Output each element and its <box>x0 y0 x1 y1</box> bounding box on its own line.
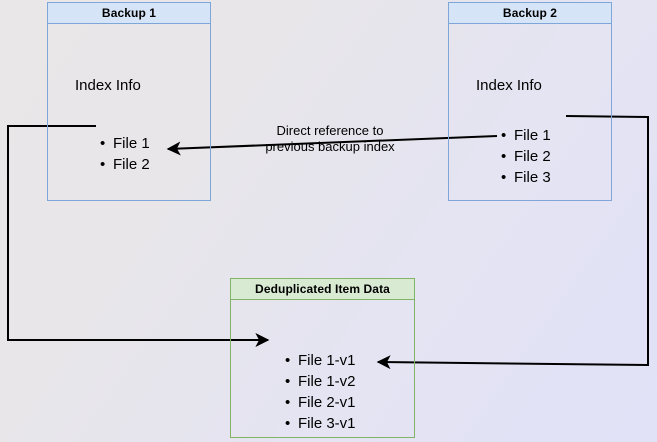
list-item: File 3 <box>501 167 551 188</box>
node-backup-2[interactable]: Backup 2 Index Info File 1 File 2 File 3 <box>448 2 612 201</box>
list-item: File 1 <box>100 133 150 154</box>
list-item: File 2 <box>501 146 551 167</box>
node-backup-2-file-list: File 1 File 2 File 3 <box>500 125 551 188</box>
list-item: File 2 <box>100 154 150 175</box>
list-item: File 1-v2 <box>285 371 355 392</box>
edge-label-direct-reference: Direct reference to previous backup inde… <box>265 123 395 154</box>
node-backup-2-body: Index Info File 1 File 2 File 3 <box>448 24 612 201</box>
node-deduplicated-item-data[interactable]: Deduplicated Item Data File 1-v1 File 1-… <box>230 278 415 438</box>
node-deduplicated-item-data-title: Deduplicated Item Data <box>230 278 415 300</box>
node-backup-1-section-label: Index Info <box>75 77 141 94</box>
list-item: File 3-v1 <box>285 413 355 434</box>
node-backup-1-body: Index Info File 1 File 2 <box>47 24 211 201</box>
list-item: File 1-v1 <box>285 350 355 371</box>
node-backup-2-title: Backup 2 <box>448 2 612 24</box>
node-backup-2-section-label: Index Info <box>476 77 542 94</box>
node-deduplicated-item-data-file-list: File 1-v1 File 1-v2 File 2-v1 File 3-v1 <box>284 350 355 434</box>
list-item: File 2-v1 <box>285 392 355 413</box>
node-deduplicated-item-data-body: File 1-v1 File 1-v2 File 2-v1 File 3-v1 <box>230 300 415 438</box>
list-item: File 1 <box>501 125 551 146</box>
node-backup-1-title: Backup 1 <box>47 2 211 24</box>
node-backup-1-file-list: File 1 File 2 <box>99 133 150 175</box>
node-backup-1[interactable]: Backup 1 Index Info File 1 File 2 <box>47 2 211 201</box>
